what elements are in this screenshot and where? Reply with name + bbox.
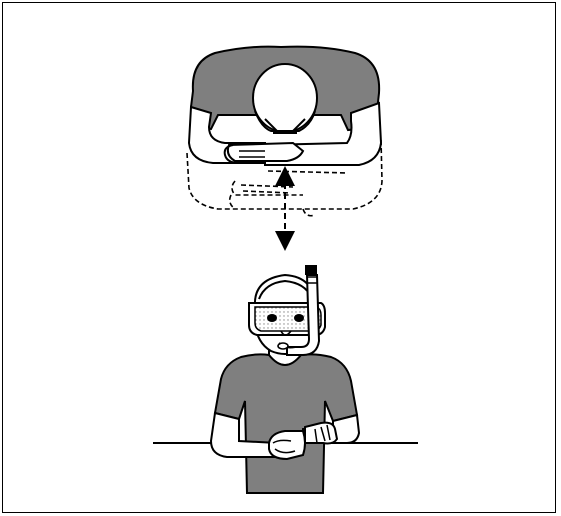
- right-eye: [294, 314, 304, 322]
- right-hand-front: [305, 423, 337, 444]
- diver-signal-illustration: [3, 3, 556, 513]
- illustration-frame: [2, 2, 556, 513]
- head-top-view: [253, 64, 317, 132]
- left-eye: [267, 314, 277, 322]
- forearm-cross: [228, 143, 303, 161]
- left-hand-front: [269, 431, 305, 459]
- front-view-diver: [153, 265, 418, 493]
- top-view-diver: [187, 47, 382, 216]
